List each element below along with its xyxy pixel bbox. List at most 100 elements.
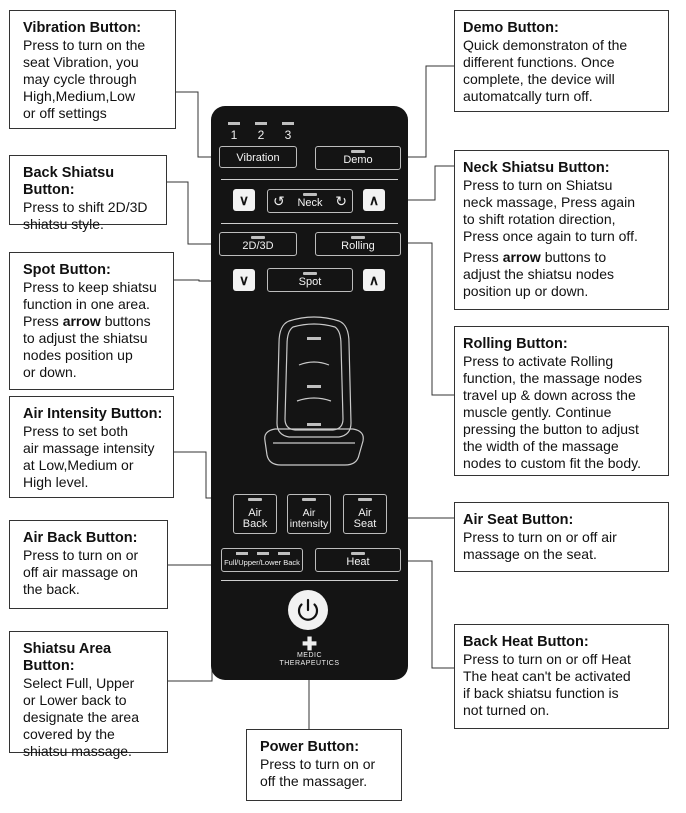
callout-body: Press to keep shiatsu function in one ar…: [23, 279, 157, 380]
callout-body: Press to turn on the seat Vibration, you…: [23, 37, 146, 121]
callout-title: Neck Shiatsu Button:: [463, 160, 610, 176]
callout-body: Quick demonstraton of the different func…: [463, 37, 628, 104]
callout-air-intensity: Air Intensity Button: Press to set both …: [9, 396, 174, 498]
callout-body-2: Press arrow buttons to adjust the shiats…: [463, 249, 614, 299]
spot-up-arrow-button[interactable]: ∧: [363, 269, 385, 291]
neck-up-arrow-button[interactable]: ∧: [363, 189, 385, 211]
vibration-level-label: 1: [230, 128, 238, 142]
callout-body: Press to turn on or off air massage on t…: [23, 547, 139, 597]
callout-rolling: Rolling Button: Press to activate Rollin…: [454, 326, 669, 476]
power-icon: [297, 598, 319, 621]
vibration-button[interactable]: Vibration: [219, 146, 297, 168]
connector-rolling: [402, 242, 454, 396]
heat-button[interactable]: Heat: [315, 548, 401, 572]
callout-back-shiatsu: Back Shiatsu Button: Press to shift 2D/3…: [9, 155, 167, 232]
callout-back-heat: Back Heat Button: Press to turn on or of…: [454, 624, 669, 729]
indicator-light: [303, 193, 317, 196]
cross-icon: ✚: [301, 634, 318, 654]
remote-control: 1 2 3 Vibration Demo ∨ ↺ Neck ↻ ∧ 2D/3D …: [211, 106, 408, 680]
callout-body: Press to turn on or off the massager.: [260, 756, 376, 789]
button-label: Neck: [297, 197, 323, 209]
indicator-light: [351, 150, 365, 153]
vibration-level-indicator: [282, 122, 294, 125]
indicator-light: [358, 498, 372, 501]
callout-body: Press to turn on or off Heat The heat ca…: [463, 651, 631, 718]
callout-body: Press to shift 2D/3D shiatsu style.: [23, 199, 148, 232]
callout-neck-shiatsu: Neck Shiatsu Button: Press to turn on Sh…: [454, 150, 669, 310]
indicator-light: [351, 552, 365, 555]
indicator-light: [351, 236, 365, 239]
rotate-left-icon: ↺: [273, 193, 285, 209]
rotate-right-icon: ↻: [335, 193, 347, 209]
callout-body: Press to set both air massage intensity …: [23, 423, 155, 490]
callout-body: Press to turn on or off air massage on t…: [463, 529, 617, 562]
vibration-level-indicator: [255, 122, 267, 125]
connector-demo: [402, 65, 454, 158]
neck-down-arrow-button[interactable]: ∨: [233, 189, 255, 211]
indicator-light: [278, 552, 290, 555]
spot-button[interactable]: Spot: [267, 268, 353, 292]
button-label: 2D/3D: [242, 240, 274, 252]
callout-title: Back Shiatsu Button:: [23, 165, 115, 198]
connector-back-shiatsu: [167, 181, 218, 245]
full-upper-lower-back-button[interactable]: Full/Upper/Lower Back: [221, 548, 303, 572]
callout-shiatsu-area: Shiatsu Area Button: Select Full, Upper …: [9, 631, 168, 759]
vibration-level-label: 2: [257, 128, 265, 142]
callout-body: Select Full, Upper or Lower back to desi…: [23, 675, 139, 759]
power-button[interactable]: [288, 590, 328, 630]
button-label: Spot: [298, 276, 322, 288]
callout-vibration: Vibration Button: Press to turn on the s…: [9, 10, 176, 129]
indicator-light: [251, 236, 265, 239]
divider: [221, 179, 398, 180]
callout-power: Power Button: Press to turn on or off th…: [246, 729, 402, 801]
button-label: Rolling: [341, 240, 375, 252]
seat-node-indicator: [307, 423, 321, 426]
indicator-light: [257, 552, 269, 555]
massage-seat-illustration: [264, 316, 364, 466]
callout-title: Rolling Button:: [463, 336, 568, 352]
indicator-light: [302, 498, 316, 501]
callout-title: Power Button:: [260, 739, 360, 755]
vibration-level-indicator: [228, 122, 240, 125]
callout-demo: Demo Button: Quick demonstraton of the d…: [454, 10, 669, 112]
callout-body: Press to turn on Shiatsu neck massage, P…: [463, 177, 638, 244]
button-label: Heat: [346, 556, 370, 568]
connector-back-heat: [402, 560, 454, 669]
indicator-light: [248, 498, 262, 501]
callout-title: Air Seat Button:: [463, 512, 574, 528]
button-label: Demo: [343, 154, 373, 166]
2d-3d-button[interactable]: 2D/3D: [219, 232, 297, 256]
rolling-button[interactable]: Rolling: [315, 232, 401, 256]
callout-air-seat: Air Seat Button: Press to turn on or off…: [454, 502, 669, 572]
connector-vibration: [176, 91, 218, 158]
neck-button[interactable]: ↺ Neck ↻: [267, 189, 353, 213]
seat-node-indicator: [307, 337, 321, 340]
callout-body: Press to activate Rolling function, the …: [463, 353, 643, 471]
callout-title: Back Heat Button:: [463, 634, 589, 650]
button-label: Full/Upper/Lower Back: [224, 558, 300, 567]
button-label: Vibration: [236, 152, 280, 164]
callout-title: Shiatsu Area Button:: [23, 641, 112, 674]
divider: [221, 223, 398, 224]
vibration-level-label: 3: [284, 128, 292, 142]
callout-spot: Spot Button: Press to keep shiatsu funct…: [9, 252, 174, 390]
indicator-light: [303, 272, 317, 275]
callout-title: Air Back Button:: [23, 530, 138, 546]
callout-title: Vibration Button:: [23, 20, 142, 36]
spot-down-arrow-button[interactable]: ∨: [233, 269, 255, 291]
seat-node-indicator: [307, 385, 321, 388]
callout-title: Demo Button:: [463, 20, 559, 36]
demo-button[interactable]: Demo: [315, 146, 401, 170]
callout-title: Air Intensity Button:: [23, 406, 163, 422]
divider: [221, 580, 398, 581]
callout-title: Spot Button:: [23, 262, 111, 278]
indicator-light: [236, 552, 248, 555]
